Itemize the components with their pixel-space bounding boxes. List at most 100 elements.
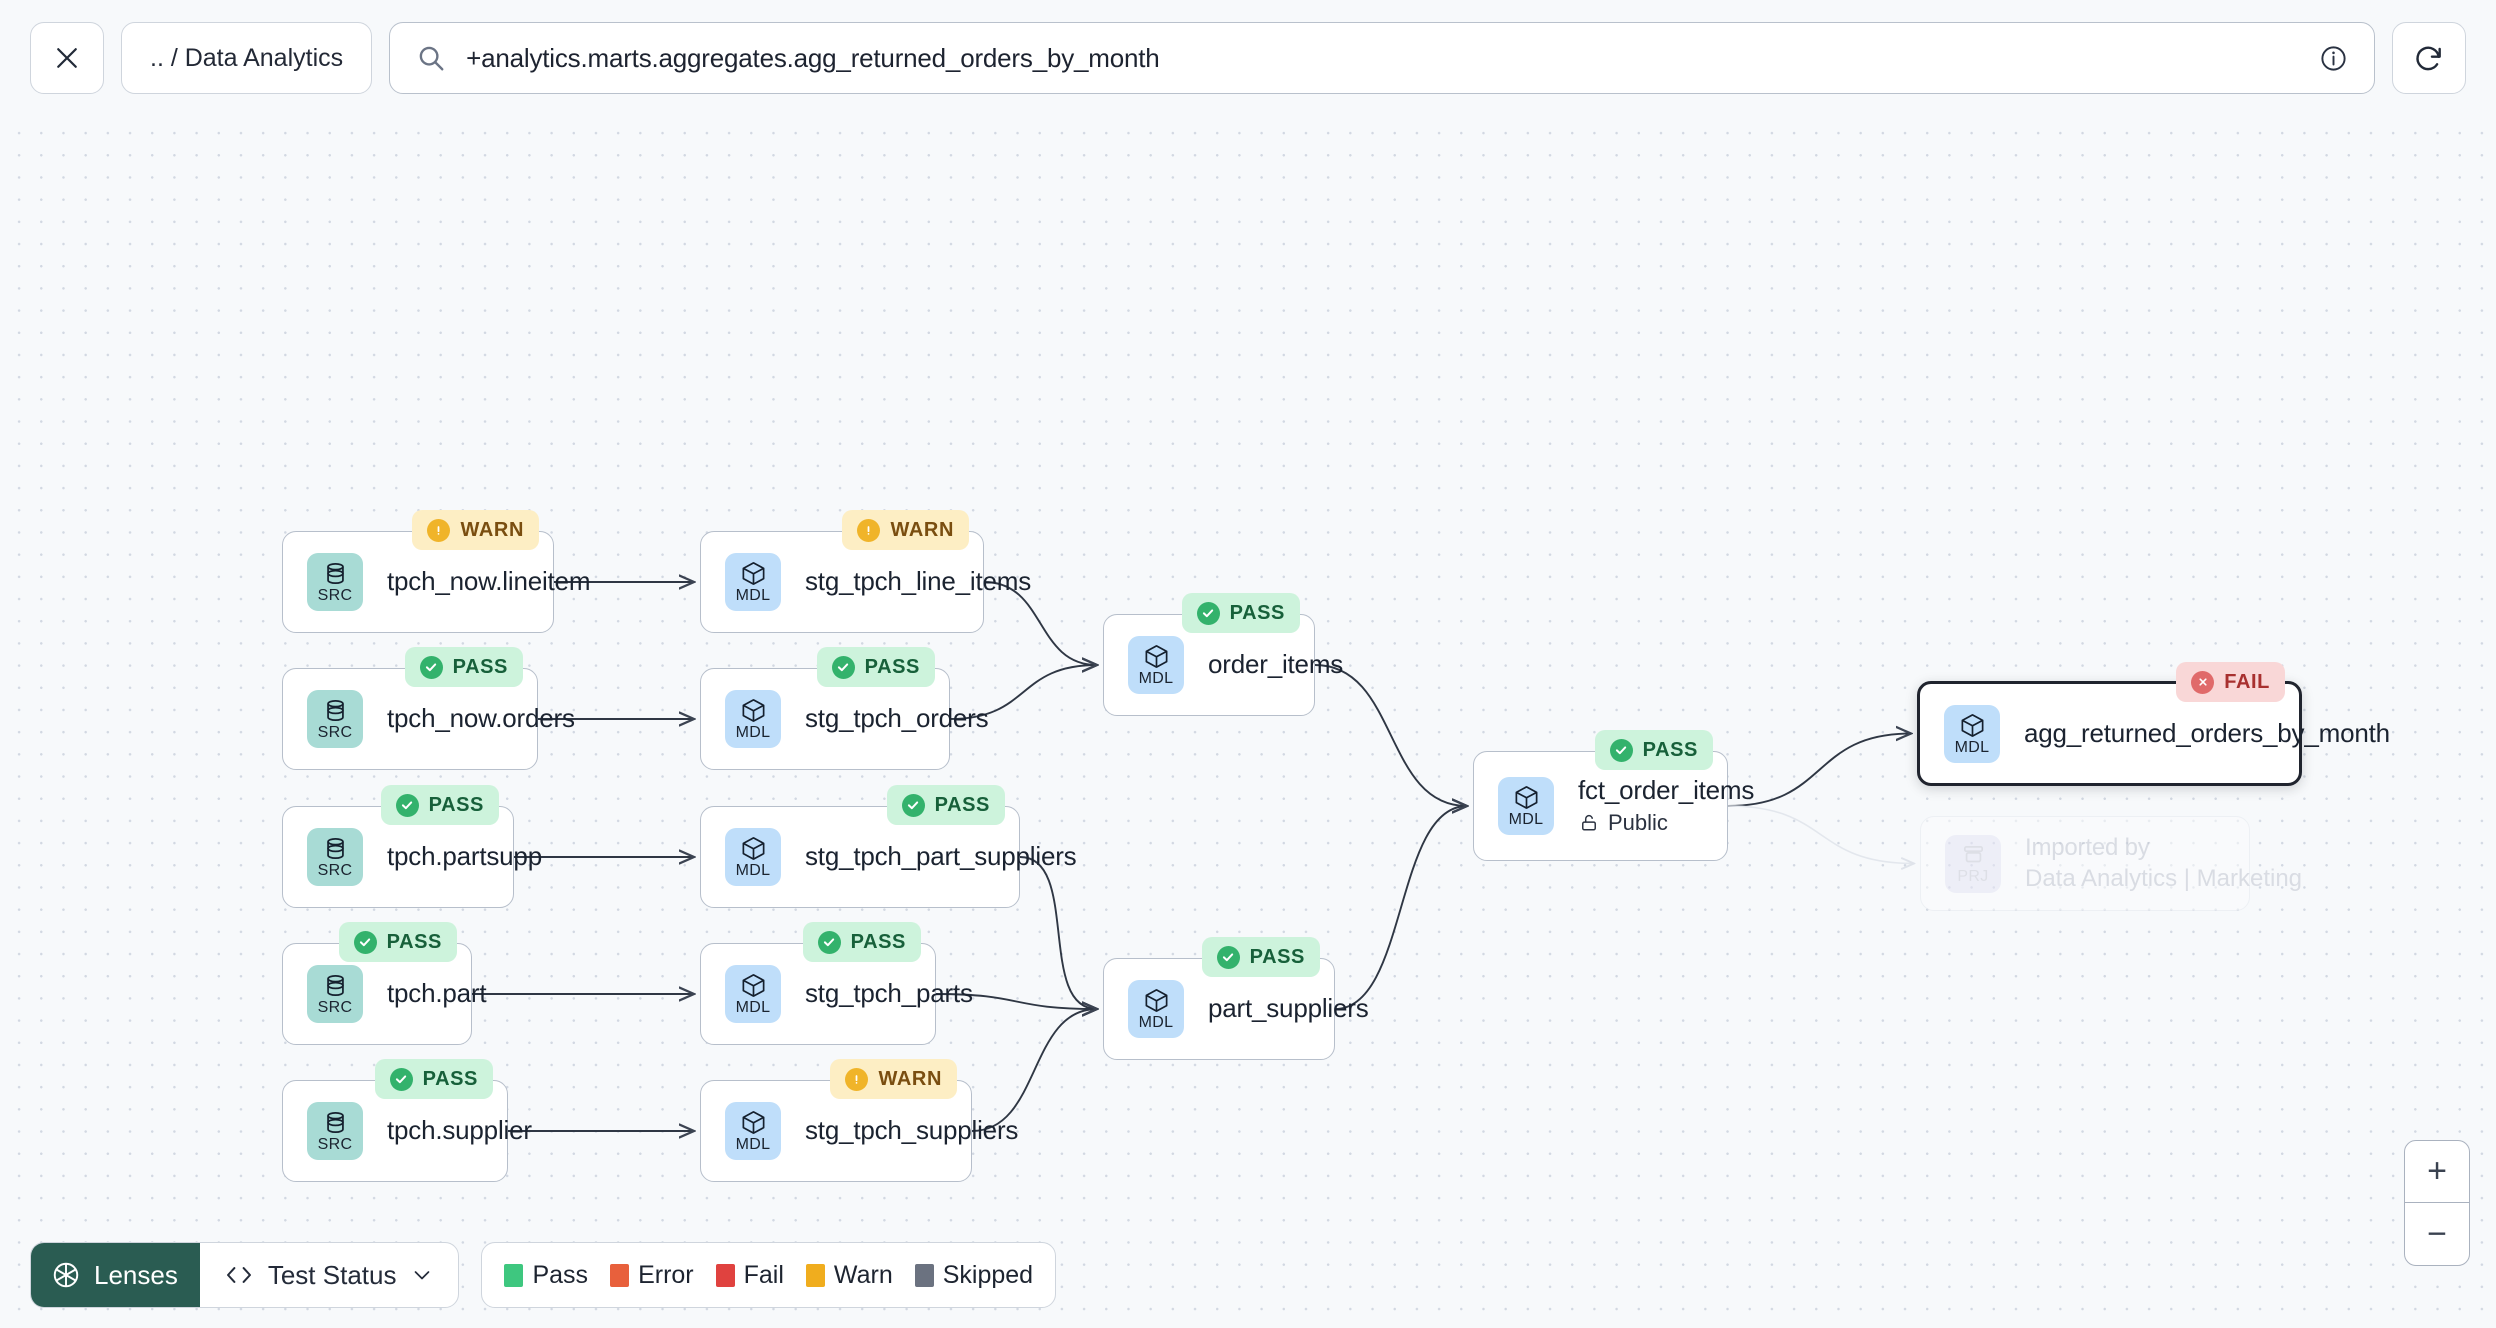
status-badge[interactable]: WARN [412,510,539,550]
node-body: tpch.partsupp [387,841,542,872]
close-button[interactable] [30,22,104,94]
aperture-icon [51,1260,81,1290]
node-body: stg_tpch_orders [805,703,989,734]
status-badge[interactable]: PASS [380,785,499,825]
node-body: part_suppliers [1208,993,1369,1024]
chevron-down-icon [410,1263,434,1287]
search-bar[interactable] [389,22,2375,94]
database-icon [322,697,349,724]
cube-icon [740,835,767,862]
info-icon[interactable] [2319,44,2348,73]
status-label: PASS [1229,601,1285,624]
node-type-badge: SRC [307,1102,363,1160]
status-label: PASS [422,1067,478,1090]
legend-item[interactable]: Skipped [914,1261,1033,1290]
status-icon [845,1067,869,1091]
status-label: PASS [428,793,484,816]
graph-node[interactable]: SRC tpch.supplier PASS [282,1059,532,1182]
node-type-badge: MDL [1944,704,2000,763]
legend-item[interactable]: Warn [805,1261,893,1290]
cube-icon [740,1109,767,1136]
node-type-badge: SRC [307,828,363,886]
status-badge[interactable]: PASS [802,922,921,962]
node-body: tpch.supplier [387,1115,532,1146]
status-badge[interactable]: PASS [1181,593,1300,633]
status-badge[interactable]: WARN [842,510,969,550]
node-title: tpch.partsupp [387,841,542,872]
database-icon [322,972,349,999]
status-label: PASS [452,655,508,678]
database-icon [322,1109,349,1136]
test-status-dropdown[interactable]: Test Status [200,1243,459,1307]
graph-node[interactable]: MDL stg_tpch_orders PASS [700,647,989,770]
node-type-label: MDL [735,587,771,604]
status-badge[interactable]: PASS [816,647,935,687]
node-type-label: MDL [735,999,771,1016]
lenses-button[interactable]: Lenses [31,1243,200,1307]
database-icon [322,560,349,587]
refresh-button[interactable] [2392,22,2466,94]
node-title: fct_order_items [1578,775,1755,806]
database-icon [322,835,349,862]
legend-item[interactable]: Error [610,1261,694,1290]
node-type-badge: SRC [307,965,363,1023]
status-badge[interactable]: WARN [830,1059,957,1099]
node-type-label: SRC [317,1136,353,1153]
status-label: PASS [1249,945,1305,968]
status-badge[interactable]: PASS [374,1059,493,1099]
status-legend: Pass Error Fail Warn Skipped [481,1242,1057,1308]
status-badge[interactable]: PASS [338,922,457,962]
graph-edge [1727,734,1911,807]
node-type-badge: MDL [1498,777,1554,835]
node-body: stg_tpch_part_suppliers [805,841,1077,872]
status-badge[interactable]: PASS [404,647,523,687]
node-title: stg_tpch_part_suppliers [805,841,1077,872]
node-body: tpch.part [387,978,487,1009]
status-icon [901,793,925,817]
status-badge[interactable]: PASS [1594,730,1713,770]
graph-edge [1334,806,1467,1010]
status-label: PASS [1642,738,1698,761]
zoom-out-button[interactable]: − [2427,1214,2447,1253]
search-input[interactable] [466,42,2299,74]
legend-label: Pass [532,1260,589,1289]
cube-icon [1959,712,1986,739]
graph-node[interactable]: SRC tpch.part PASS [282,922,487,1045]
node-title: Imported by [2025,833,2150,861]
node-subtitle: Data Analytics | Marketing [2025,865,2302,893]
status-badge[interactable]: PASS [886,785,1005,825]
node-type-badge: SRC [307,690,363,748]
breadcrumb-label: .. / Data Analytics [150,43,344,72]
node-type-badge: MDL [725,1102,781,1160]
status-icon [1609,738,1633,762]
zoom-in-button[interactable]: + [2405,1141,2469,1203]
legend-swatch [914,1263,934,1287]
node-type-label: SRC [317,587,353,604]
graph-edge [1314,664,1467,806]
breadcrumb[interactable]: .. / Data Analytics [121,22,373,94]
status-badge[interactable]: FAIL [2176,662,2285,702]
node-type-badge: SRC [307,553,363,611]
node-type-label: MDL [1954,738,1990,756]
node-type-label: MDL [735,724,771,741]
node-subtitle-text: Public [1608,809,1668,835]
legend-item[interactable]: Pass [504,1261,588,1290]
status-badge[interactable]: PASS [1201,937,1320,977]
cube-icon [1143,987,1170,1014]
graph-node[interactable]: SRC tpch.partsupp PASS [282,785,542,908]
legend-item[interactable]: Fail [715,1261,784,1290]
graph-edge [971,1009,1097,1132]
cube-icon [740,560,767,587]
